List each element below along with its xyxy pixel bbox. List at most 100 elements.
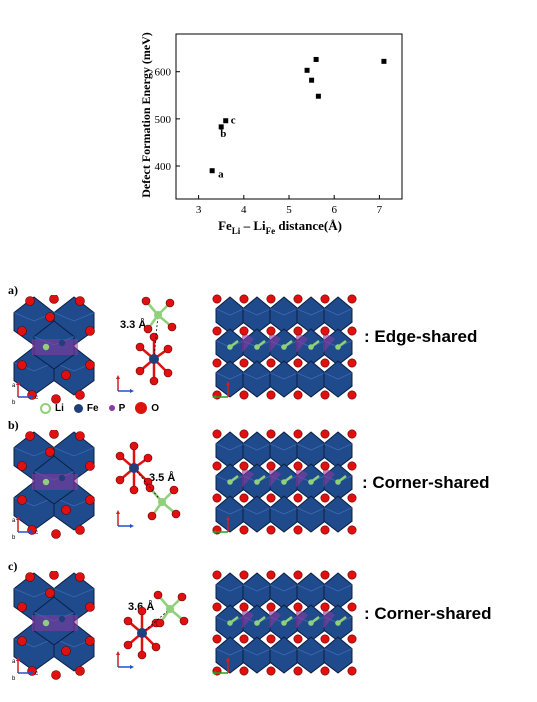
polyhedron-edge [242,584,272,592]
point-label: a [218,169,224,181]
oxygen-atom [179,616,189,626]
polyhedron-edge [53,312,95,322]
oxygen-atom [212,570,222,580]
x-axis-label: FeLi – LiFe distance(Å) [218,218,342,236]
bond [337,340,347,348]
oxygen-atom [293,358,303,368]
data-point [313,56,319,62]
oxygen-atom [293,570,303,580]
legend-item: O [135,402,159,414]
oxygen-atom [85,461,95,471]
oxygen-atom [17,461,27,471]
oxygen-atom [320,493,330,503]
oxygen-atom [212,461,222,471]
oxygen-atom [129,485,139,495]
lithium-atom [42,343,50,351]
oxygen-atom [239,570,249,580]
lattice-view [212,570,357,676]
oxygen-atom [143,453,153,463]
lithium-atom [42,478,50,486]
axis-triad: abc [12,381,38,405]
oxygen-atom [212,294,222,304]
oxygen-atom [347,666,357,676]
polyhedron-edge [215,584,245,592]
oxygen-atom [61,646,71,656]
bond [283,475,293,483]
atom-color-swatch [108,405,115,411]
unit-cell-view: abc [12,295,95,405]
axis-triad [116,375,134,393]
oxygen-atom [347,493,357,503]
oxygen-atom [143,324,153,334]
axis-triad: abc [12,657,38,681]
oxygen-atom [135,366,145,376]
svg-text:c: c [35,530,38,536]
polyhedron-edge [269,443,299,451]
iron-atom [58,474,66,482]
oxygen-atom [239,358,249,368]
polyhedron-edge [296,648,326,656]
oxygen-atom [347,634,357,644]
polyhedron-edge [269,372,299,380]
polyhedron-edge [296,372,326,380]
sharing-label: : Corner-shared [362,473,490,492]
bond [229,340,239,348]
oxygen-atom [293,493,303,503]
oxygen-atom [177,592,187,602]
oxygen-atom [320,390,330,400]
y-tick-label: 400 [155,161,172,173]
lithium-atom [158,498,166,506]
oxygen-atom [212,326,222,336]
oxygen-atom [169,485,179,495]
oxygen-atom [266,326,276,336]
legend-item: Li [40,402,64,414]
oxygen-atom [25,431,35,441]
polyhedron-edge [242,372,272,380]
point-label: b [220,128,226,140]
oxygen-atom [75,525,85,535]
data-point [218,124,224,130]
oxygen-atom [320,294,330,304]
oxygen-atom [85,636,95,646]
iron-atom [137,628,147,638]
legend-label: Li [55,402,64,414]
oxygen-atom [266,294,276,304]
polyhedron-edge [323,507,353,515]
oxygen-atom [347,525,357,535]
oxygen-atom [51,529,61,539]
x-tick-label: 3 [196,204,202,216]
bond [283,616,293,624]
polyhedron-edge [296,443,326,451]
bond [256,616,266,624]
lithium-atom [154,311,162,319]
oxygen-atom [212,493,222,503]
axis-triad [212,516,230,534]
oxygen-atom [51,670,61,680]
oxygen-atom [75,572,85,582]
legend-item: P [108,403,125,414]
oxygen-atom [239,602,249,612]
oxygen-atom [137,650,147,660]
polyhedron-edge [53,447,95,457]
polyhedron-edge [242,648,272,656]
polyhedron-edge [215,308,245,316]
oxygen-atom [320,570,330,580]
x-tick-label: 6 [331,204,337,216]
polyhedron-edge [242,443,272,451]
oxygen-atom [171,509,181,519]
oxygen-atom [239,634,249,644]
oxygen-atom [75,390,85,400]
data-point [304,67,310,73]
iron-atom [58,615,66,623]
oxygen-atom [239,294,249,304]
polyhedron-edge [242,308,272,316]
oxygen-atom [293,461,303,471]
oxygen-atom [239,493,249,503]
polyhedron-edge [323,443,353,451]
oxygen-atom [85,602,95,612]
oxygen-atom [212,429,222,439]
svg-text:b: b [12,400,16,405]
